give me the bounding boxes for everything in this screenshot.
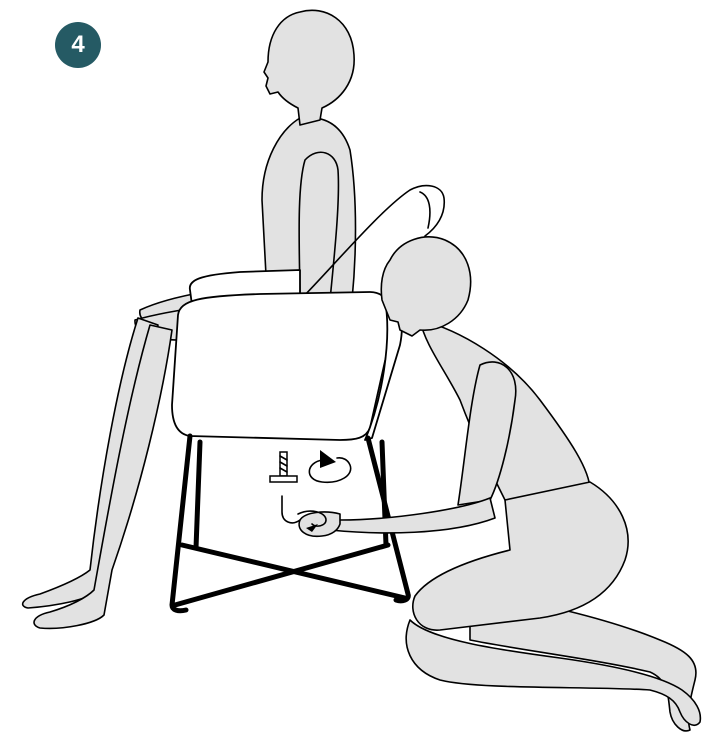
seated-figure-head [264, 10, 354, 125]
seated-figure-arm [299, 152, 338, 305]
kneeling-figure-hand [299, 512, 340, 536]
chair-cross-bar-2 [175, 545, 388, 605]
kneeling-figure-thigh [413, 482, 628, 630]
rotate-clockwise-icon [309, 450, 350, 482]
chair-leg-left [172, 436, 190, 611]
kneeling-figure-head [381, 237, 470, 336]
chair-front-panel [172, 292, 392, 440]
screw-icon [270, 452, 297, 482]
